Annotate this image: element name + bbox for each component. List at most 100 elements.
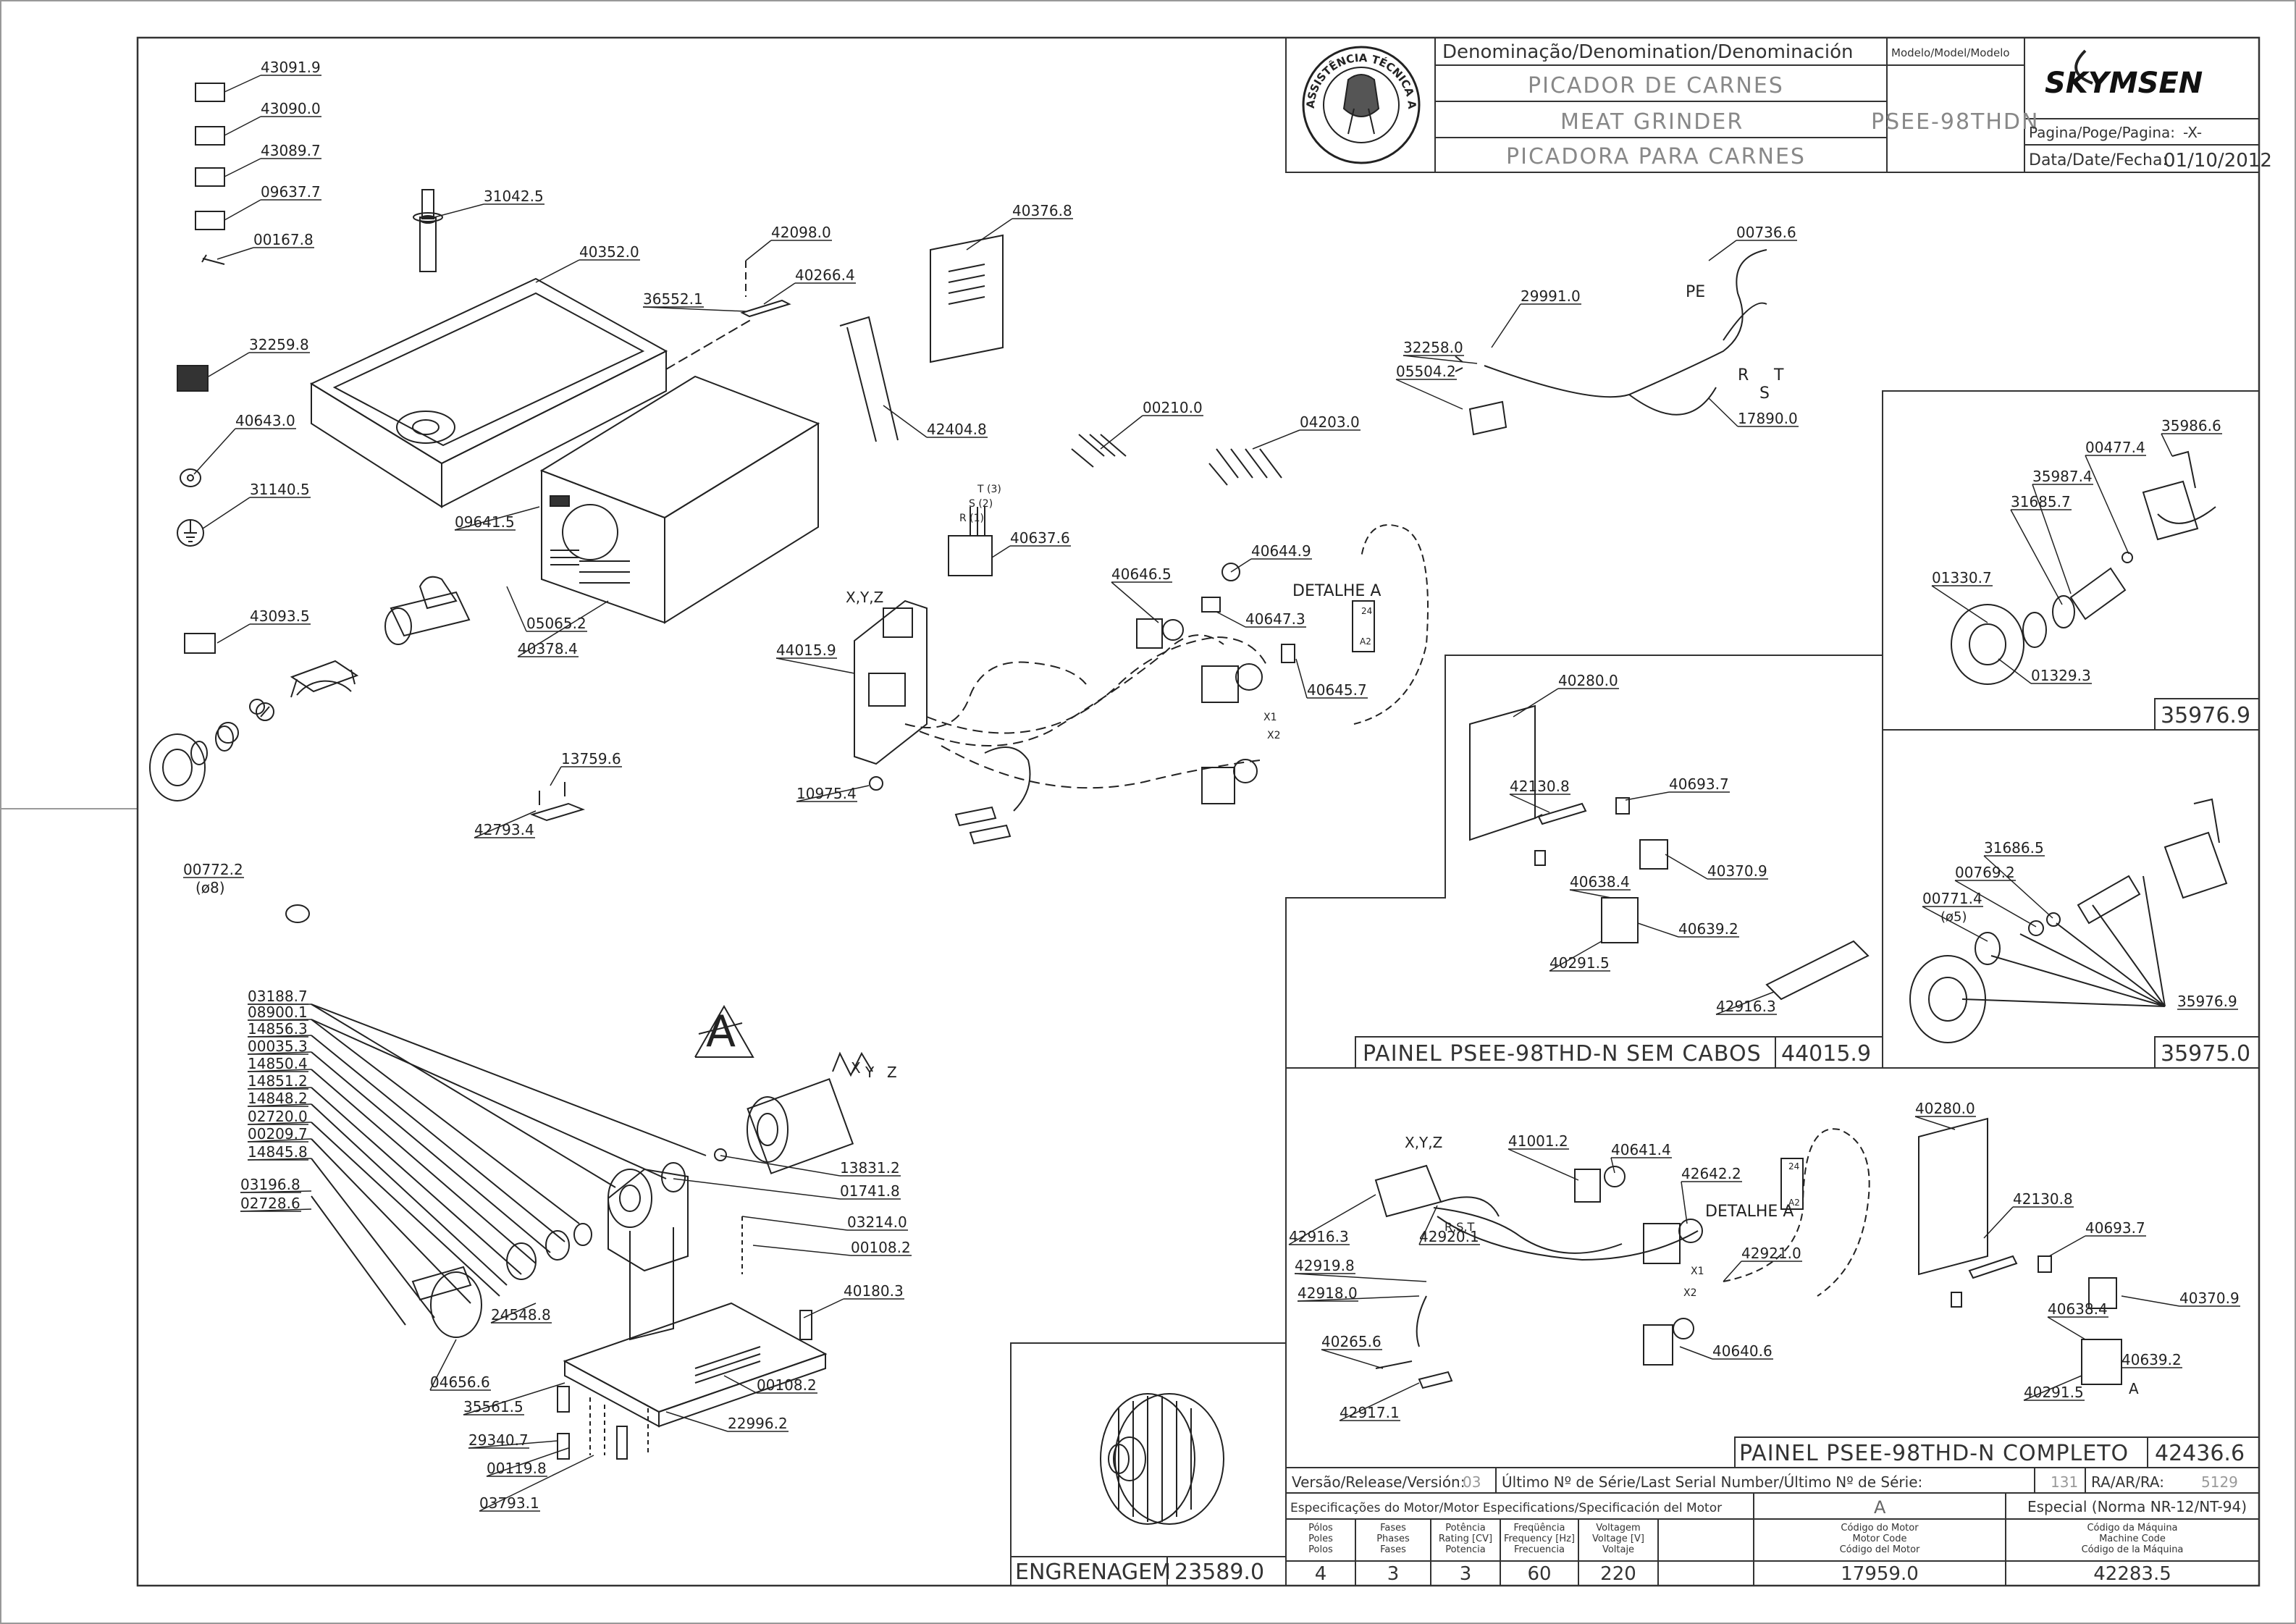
leader-line xyxy=(1665,854,1708,880)
part-label: 40638.4 xyxy=(1570,873,1630,891)
leader-line xyxy=(1513,688,1559,718)
leader-line xyxy=(1491,303,1521,348)
spec-header-3-h3: Frecuencia xyxy=(1514,1544,1565,1555)
part-labels: 43091.943090.043089.709637.700167.832259… xyxy=(183,59,2240,1512)
leader-line xyxy=(247,1069,312,1072)
engrenagem-code: 23589.0 xyxy=(1174,1560,1264,1585)
part-label: 00108.2 xyxy=(851,1239,911,1256)
part-label: 13759.6 xyxy=(561,750,621,767)
model-header: Modelo/Model/Modelo xyxy=(1891,46,2010,59)
spec-columns: PólosPolesPolos4FasesPhasesFases3Potênci… xyxy=(1308,1523,2183,1585)
leader-line xyxy=(2085,455,2129,555)
leader-line xyxy=(2023,1375,2082,1401)
leader-line xyxy=(1216,611,1246,628)
leader-line xyxy=(247,1138,312,1143)
spec-header-0-h2: Poles xyxy=(1308,1533,1333,1544)
leader-line xyxy=(2032,484,2072,594)
part-label: 40646.5 xyxy=(1111,565,1172,583)
diagram-text: S xyxy=(1759,384,1770,403)
part-label: 31685.7 xyxy=(2011,493,2071,510)
part-label: 40637.6 xyxy=(1010,529,1070,547)
leader-line xyxy=(202,497,251,529)
diagram-text: A xyxy=(706,1006,736,1057)
spec-value-3: 60 xyxy=(1527,1563,1551,1585)
leader-line xyxy=(741,1216,848,1231)
spec-header-1-h1: Fases xyxy=(1380,1523,1406,1533)
diagram-text: R xyxy=(1738,366,1749,384)
part-label: 42098.0 xyxy=(771,224,831,241)
part-label: 43093.5 xyxy=(250,607,310,625)
part-label: 00771.4 xyxy=(1922,890,1982,907)
leader-line xyxy=(745,240,772,261)
leader-line xyxy=(247,1035,312,1038)
spec-header-5-h2: Motor Code xyxy=(1853,1533,1907,1544)
part-label: 00108.2 xyxy=(757,1376,817,1394)
part-label: 00119.8 xyxy=(487,1460,547,1477)
part-label: 32259.8 xyxy=(249,336,309,353)
leader-line xyxy=(1914,1116,1956,1130)
part-label: 05065.2 xyxy=(526,615,586,632)
name-es: PICADORA PARA CARNES xyxy=(1506,144,1806,169)
diagram-text: X1 xyxy=(1263,712,1277,723)
leader-line xyxy=(1252,429,1300,450)
exploded-view-drawings xyxy=(149,83,2228,1525)
ra-label: RA/AR/RA: xyxy=(2091,1473,2164,1491)
part-label: 03196.8 xyxy=(240,1176,300,1193)
leader-line xyxy=(468,1440,558,1449)
ra-value: 5129 xyxy=(2201,1473,2238,1491)
leader-line xyxy=(240,1190,312,1193)
leader-line xyxy=(1509,794,1550,813)
leader-line xyxy=(2047,1316,2086,1340)
leader-line xyxy=(1610,1157,1615,1174)
name-pt: PICADOR DE CARNES xyxy=(1528,73,1784,98)
diagram-text: Z xyxy=(887,1064,897,1081)
part-label: 40639.2 xyxy=(2122,1351,2182,1368)
leader-line xyxy=(247,1158,312,1161)
part-label: 00769.2 xyxy=(1955,864,2015,881)
diagram-text: A xyxy=(2129,1380,2139,1397)
spec-header-3-h2: Frequency [Hz] xyxy=(1504,1533,1575,1544)
leader-line xyxy=(1983,1206,2014,1239)
part-label: 35986.6 xyxy=(2161,417,2221,434)
diagram-text: 24 xyxy=(1361,606,1372,616)
spec-header-6-h3: Código de la Máquina xyxy=(2082,1544,2184,1555)
leader-line xyxy=(1339,1382,1420,1421)
leader-line xyxy=(1931,585,1988,623)
motor-spec-value: A xyxy=(1874,1497,1886,1518)
leader-line xyxy=(240,1208,312,1212)
part-label: 03214.0 xyxy=(847,1213,907,1231)
part-label: 00736.6 xyxy=(1736,224,1796,241)
part-label: 35976.9 xyxy=(2177,993,2237,1010)
part-label: 40639.2 xyxy=(1678,920,1738,938)
kit-35976-label: 35976.9 xyxy=(2161,703,2250,728)
leader-line xyxy=(486,1447,569,1477)
diagram-text: R,S,T xyxy=(1445,1220,1474,1234)
leader-line xyxy=(665,1411,728,1432)
leader-line xyxy=(720,1155,841,1177)
leader-line xyxy=(2121,1295,2180,1307)
spec-header-0-h1: Pólos xyxy=(1308,1523,1333,1533)
date-label: Data/Date/Fecha: xyxy=(2029,151,2168,169)
spec-header-6-h1: Código da Máquina xyxy=(2087,1523,2177,1533)
leader-line xyxy=(673,1178,841,1200)
part-label: 32258.0 xyxy=(1403,339,1463,356)
part-label: 31042.5 xyxy=(484,188,544,205)
spec-header-1-h3: Fases xyxy=(1380,1544,1406,1555)
diagram-text: (ø8) xyxy=(195,879,225,896)
part-label: 40644.9 xyxy=(1251,542,1311,560)
part-label: 17890.0 xyxy=(1738,410,1798,427)
leader-line xyxy=(463,1382,565,1415)
leader-line xyxy=(474,810,537,838)
leader-line xyxy=(1395,379,1463,410)
leader-line xyxy=(479,1455,594,1512)
leader-line xyxy=(247,1122,312,1125)
part-label: 40265.6 xyxy=(1321,1333,1382,1350)
leader-line xyxy=(1418,1205,1438,1245)
part-label: 40693.7 xyxy=(1669,775,1729,793)
part-label: 09637.7 xyxy=(261,183,321,201)
engrenagem-label: ENGRENAGEM xyxy=(1015,1560,1171,1585)
part-label: 40643.0 xyxy=(235,412,295,429)
spec-header-3-h1: Freqüência xyxy=(1513,1523,1565,1533)
leader-line xyxy=(966,218,1013,251)
serial-value: 131 xyxy=(2051,1473,2078,1491)
